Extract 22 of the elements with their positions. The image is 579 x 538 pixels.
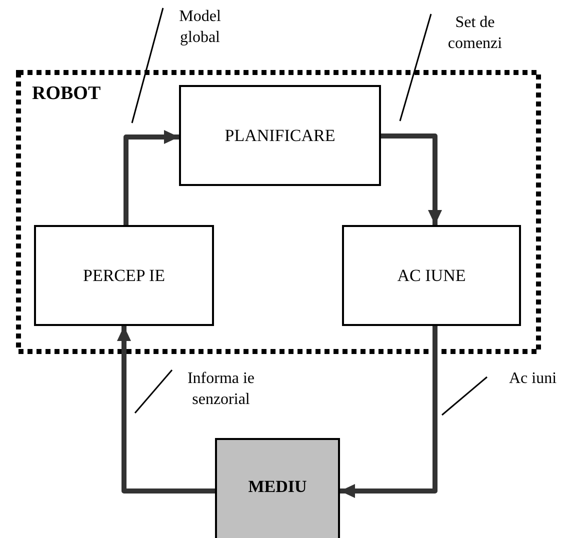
box-label: PLANIFICARE (224, 127, 336, 144)
flow-arrow (381, 134, 442, 225)
annotation-text: Model global (163, 6, 223, 48)
process-box (342, 225, 521, 326)
leader-line (399, 14, 432, 122)
environment-box (215, 438, 340, 538)
box-label: AC IUNE (397, 267, 466, 284)
annotation-text: Ac iuni (487, 368, 565, 389)
annotation-text: Set de comenzi (431, 12, 505, 54)
leader-line (134, 370, 173, 414)
process-box (34, 225, 214, 326)
group-frame (16, 70, 541, 354)
box-label: MEDIU (248, 478, 307, 495)
annotation-text: Informa ie senzorial (172, 368, 258, 410)
leader-line (442, 376, 488, 416)
box-label: PERCEP IE (82, 267, 166, 284)
flow-arrow (117, 326, 215, 494)
flow-arrow (124, 130, 179, 225)
process-box (179, 85, 381, 186)
group-title: ROBOT (32, 84, 101, 103)
flow-arrow (340, 326, 438, 498)
leader-line (131, 8, 164, 124)
